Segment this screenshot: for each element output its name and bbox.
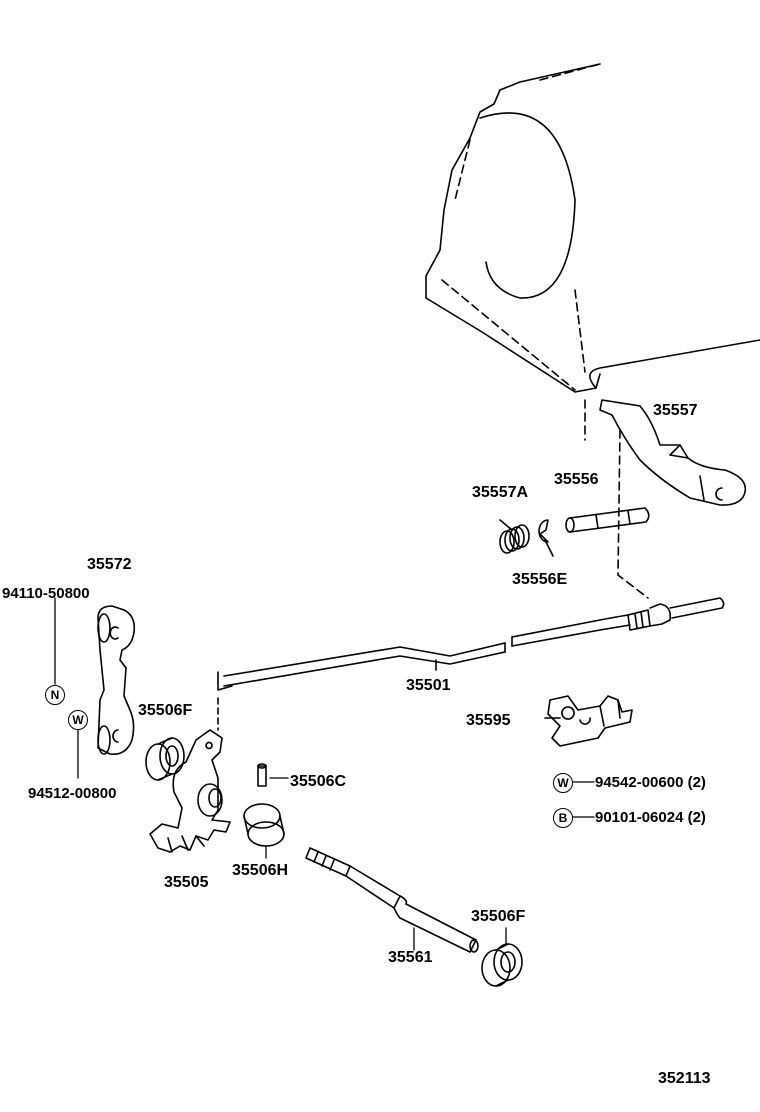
bushing-35506h (243, 803, 285, 859)
spring-35557a (499, 519, 530, 554)
label-35506f-right: 35506F (471, 908, 526, 925)
dashed-leader-housing (584, 399, 649, 599)
label-35501: 35501 (406, 677, 451, 694)
seal-35506f-right (481, 927, 523, 987)
label-35506f-left: 35506F (138, 702, 193, 719)
label-35561: 35561 (388, 949, 433, 966)
lever-35557 (599, 399, 747, 506)
label-94512-00800: 94512-00800 (28, 785, 117, 802)
label-35556e: 35556E (512, 571, 568, 588)
pin-35506c (257, 763, 289, 787)
label-35556: 35556 (554, 471, 599, 488)
symbol-w-left: W (68, 710, 88, 730)
link-35572 (97, 605, 136, 756)
label-35572: 35572 (87, 556, 132, 573)
cable-35501 (217, 597, 725, 691)
label-94542-00600: 94542-00600 (2) (595, 774, 706, 791)
label-35506h: 35506H (232, 862, 289, 879)
label-94110-50800: 94110-50800 (2, 585, 90, 602)
transmission-housing (425, 63, 760, 393)
seal-35506f-left (145, 737, 185, 781)
bracket-35595 (544, 695, 633, 747)
symbol-w-right: W (553, 773, 573, 793)
label-35505: 35505 (164, 874, 209, 891)
shaft-35561 (305, 847, 479, 953)
eclip-35556e (538, 519, 554, 557)
label-35506c: 35506C (290, 773, 347, 790)
pin-35556 (565, 507, 650, 533)
diagram-number: 352113 (658, 1070, 711, 1087)
symbol-n: N (45, 685, 65, 705)
symbol-b: B (553, 808, 573, 828)
detent-plate-35505 (149, 697, 231, 853)
label-35557: 35557 (653, 402, 698, 419)
label-35595: 35595 (466, 712, 511, 729)
label-90101-06024: 90101-06024 (2) (595, 809, 706, 826)
label-35557a: 35557A (472, 484, 529, 501)
